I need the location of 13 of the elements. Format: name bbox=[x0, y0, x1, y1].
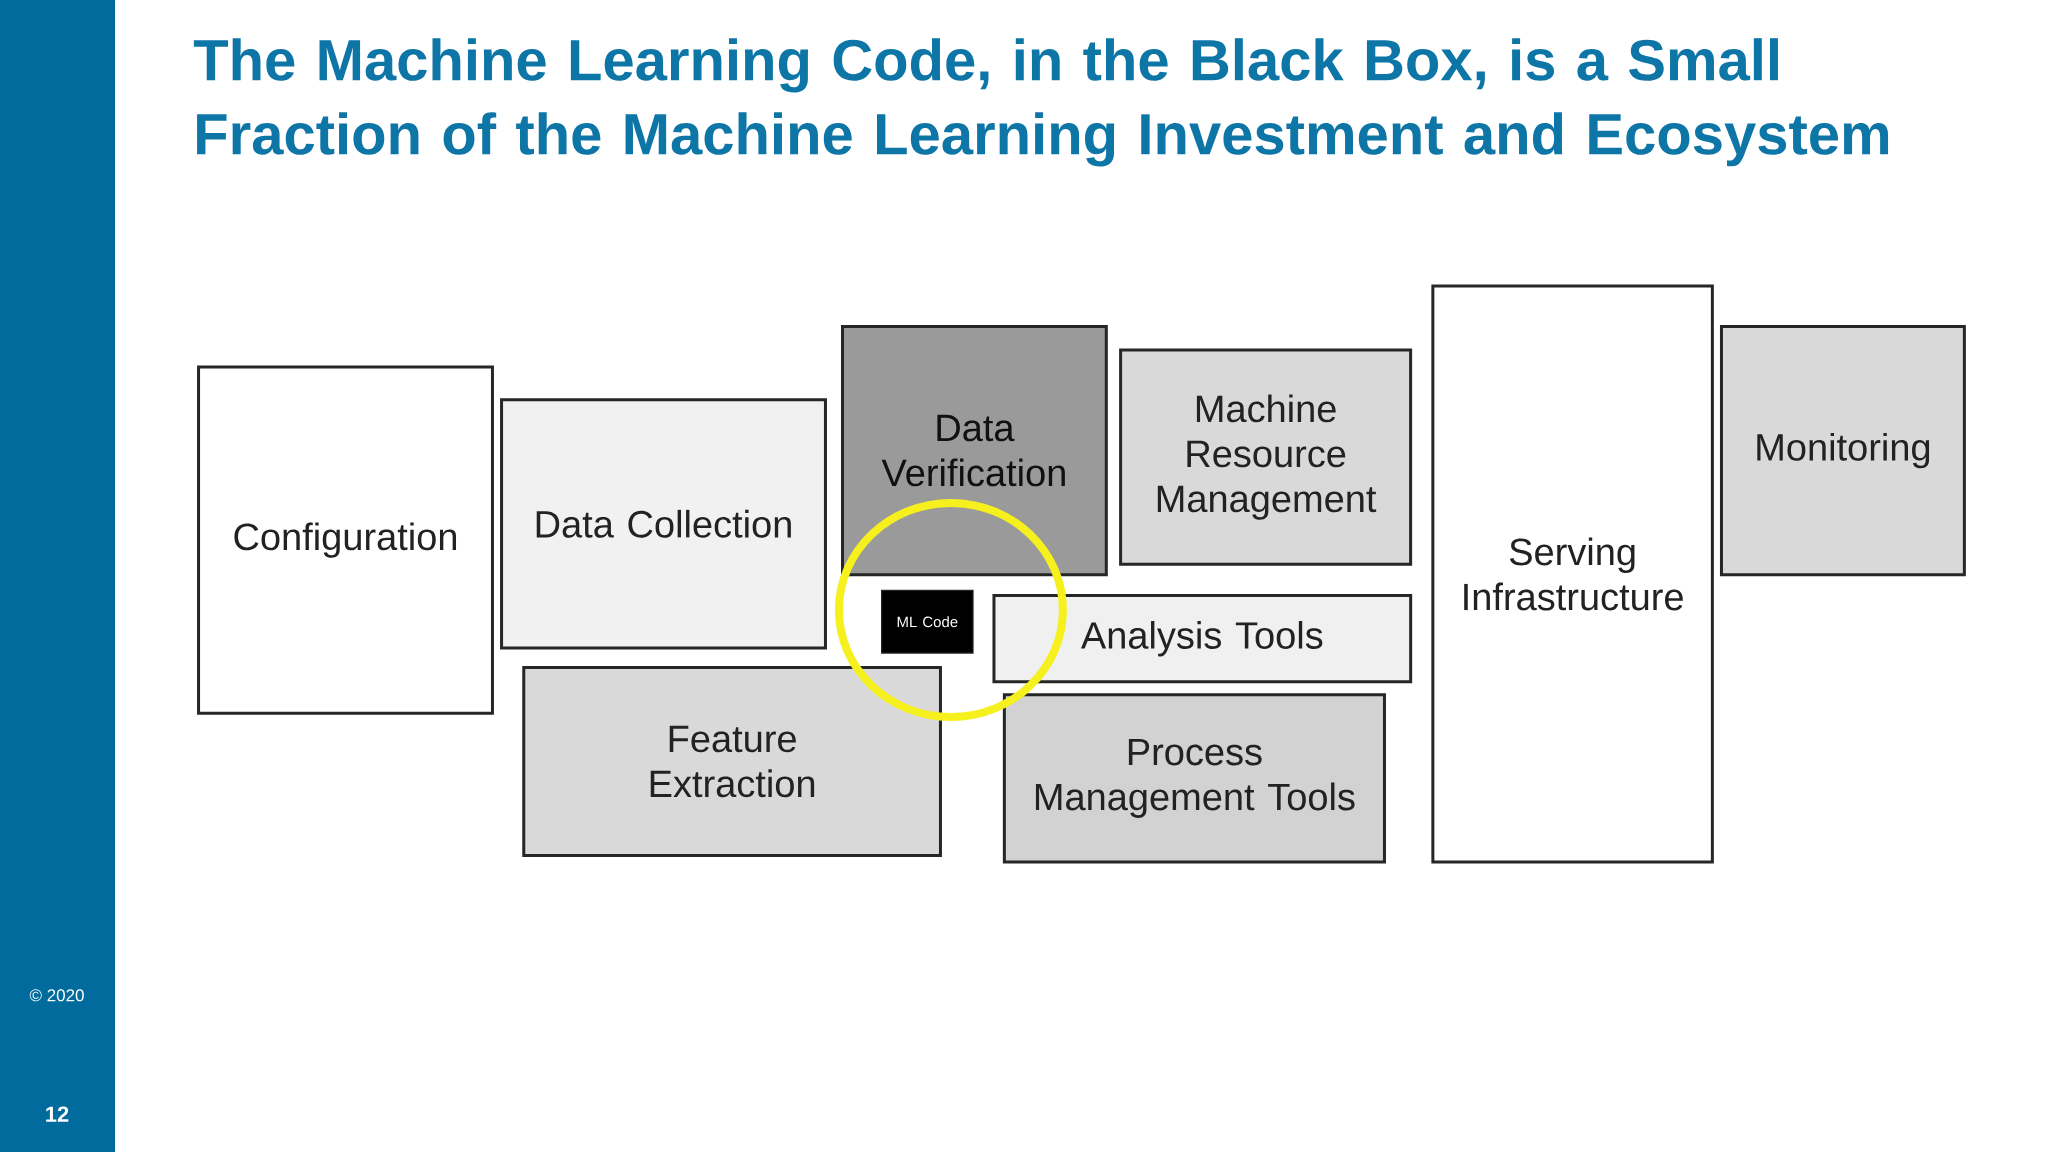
component-box: Serving Infrastructure bbox=[1431, 284, 1714, 864]
component-box: Feature Extraction bbox=[522, 665, 942, 858]
component-box: Analysis Tools bbox=[992, 594, 1413, 684]
component-box: Configuration bbox=[197, 365, 494, 715]
component-box: Machine Resource Management bbox=[1119, 348, 1413, 566]
component-box: Data Collection bbox=[500, 398, 827, 650]
component-box: Process Management Tools bbox=[1002, 693, 1386, 864]
slide-title: The Machine Learning Code, in the Black Box, is a Small Fraction of the Machine Learning Investment and Ecosystem bbox=[193, 38, 1889, 167]
page-number: 12 bbox=[46, 1106, 69, 1122]
code-box: ML Code bbox=[881, 589, 974, 654]
component-box: Monitoring bbox=[1719, 325, 1966, 577]
copyright-note: © 2020 bbox=[29, 989, 84, 1002]
component-box: Data Verification bbox=[841, 325, 1108, 577]
